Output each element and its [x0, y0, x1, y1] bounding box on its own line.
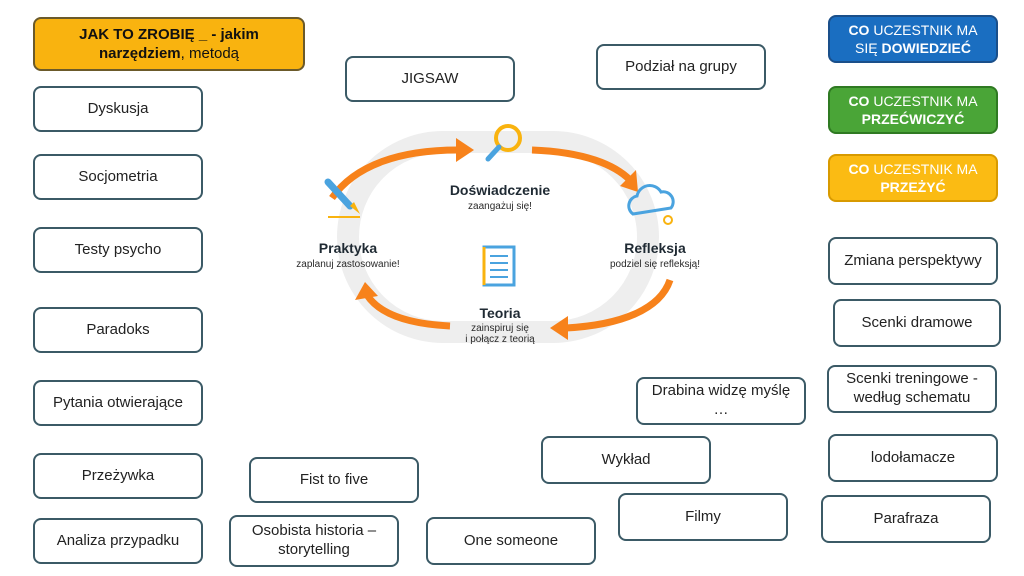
goal-practice-box: CO UCZESTNIK MA PRZEĆWICZYĆ	[828, 86, 998, 134]
main-question-bold: JAK TO ZROBIĘ _ - jakim narzędziem	[79, 25, 259, 63]
method-drabina: Drabina widzę myślę …	[636, 377, 806, 425]
goal-learn-box: CO UCZESTNIK MA SIĘ DOWIEDZIEĆ	[828, 15, 998, 63]
method-przezywka: Przeżywka	[33, 453, 203, 499]
stage-experience-title: Doświadczenie	[449, 182, 551, 198]
stage-experience: Doświadczenie zaangażuj się!	[430, 182, 570, 212]
method-scenki-dramowe: Scenki dramowe	[833, 299, 1001, 347]
stage-practice: Praktyka zaplanuj zastosowanie!	[278, 240, 418, 270]
cycle-arrowhead-practice	[355, 282, 378, 300]
stage-practice-sub: zaplanuj zastosowanie!	[296, 259, 400, 270]
stage-practice-title: Praktyka	[318, 240, 378, 256]
method-pytania-otwierajace: Pytania otwierające	[33, 380, 203, 426]
stage-reflection-sub: podziel się refleksją!	[609, 259, 701, 270]
stage-reflection: Refleksja podziel się refleksją!	[585, 240, 725, 270]
stage-experience-sub: zaangażuj się!	[468, 201, 532, 212]
method-testy-psycho: Testy psycho	[33, 227, 203, 273]
method-lodolamacze: lodołamacze	[828, 434, 998, 482]
cycle-track	[337, 131, 659, 343]
method-jigsaw: JIGSAW	[345, 56, 515, 102]
cycle-arrow-to-experience	[329, 146, 459, 201]
goal-learn-emph: DOWIEDZIEĆ	[881, 40, 971, 56]
cycle-arrowhead-reflection	[620, 170, 638, 192]
method-one-someone: One someone	[426, 517, 596, 565]
cloud-icon	[627, 184, 675, 225]
goal-experience-box: CO UCZESTNIK MA PRZEŻYĆ	[828, 154, 998, 202]
goal-experience-mid: UCZESTNIK MA	[869, 160, 978, 177]
method-socjometria: Socjometria	[33, 154, 203, 200]
goal-learn-prefix: CO	[848, 21, 870, 38]
document-icon	[482, 245, 516, 287]
stage-theory: Teoria zainspiruj się i połącz z teorią	[430, 305, 570, 345]
stage-theory-title: Teoria	[479, 305, 521, 321]
learning-cycle-diagram	[324, 124, 675, 343]
goal-practice-emph: PRZEĆWICZYĆ	[861, 111, 965, 127]
method-zmiana-perspektywy: Zmiana perspektywy	[828, 237, 998, 285]
stage-theory-sub1: zainspiruj się	[471, 323, 529, 334]
goal-experience-emph: PRZEŻYĆ	[880, 179, 946, 195]
cycle-arrowhead-theory	[550, 316, 568, 340]
pencil-icon	[324, 178, 360, 218]
magnifier-icon	[485, 124, 522, 162]
method-fist-to-five: Fist to five	[249, 457, 419, 503]
method-podzial-na-grupy: Podział na grupy	[596, 44, 766, 90]
stage-reflection-title: Refleksja	[624, 240, 686, 256]
goal-learn-mid: UCZESTNIK MA SIĘ	[855, 21, 978, 56]
goal-practice-mid: UCZESTNIK MA	[869, 92, 978, 109]
stage-theory-sub2: i połącz z teorią	[465, 334, 535, 345]
cycle-arrow-to-reflection	[531, 146, 633, 183]
method-dyskusja: Dyskusja	[33, 86, 203, 132]
main-question-box: JAK TO ZROBIĘ _ - jakim narzędziem, meto…	[33, 17, 305, 71]
method-osobista-historia: Osobista historia – storytelling	[229, 515, 399, 567]
cycle-arrow-to-theory	[565, 278, 674, 332]
cycle-arrow-to-practice	[364, 292, 451, 330]
method-filmy: Filmy	[618, 493, 788, 541]
main-question-plain: , metodą	[180, 45, 240, 62]
goal-practice-prefix: CO	[848, 92, 870, 109]
method-parafraza: Parafraza	[821, 495, 991, 543]
method-analiza-przypadku: Analiza przypadku	[33, 518, 203, 564]
goal-experience-prefix: CO	[848, 160, 870, 177]
method-paradoks: Paradoks	[33, 307, 203, 353]
method-scenki-treningowe: Scenki treningowe - według schematu	[827, 365, 997, 413]
method-wyklad: Wykład	[541, 436, 711, 484]
cycle-arrowhead-experience	[456, 138, 474, 162]
